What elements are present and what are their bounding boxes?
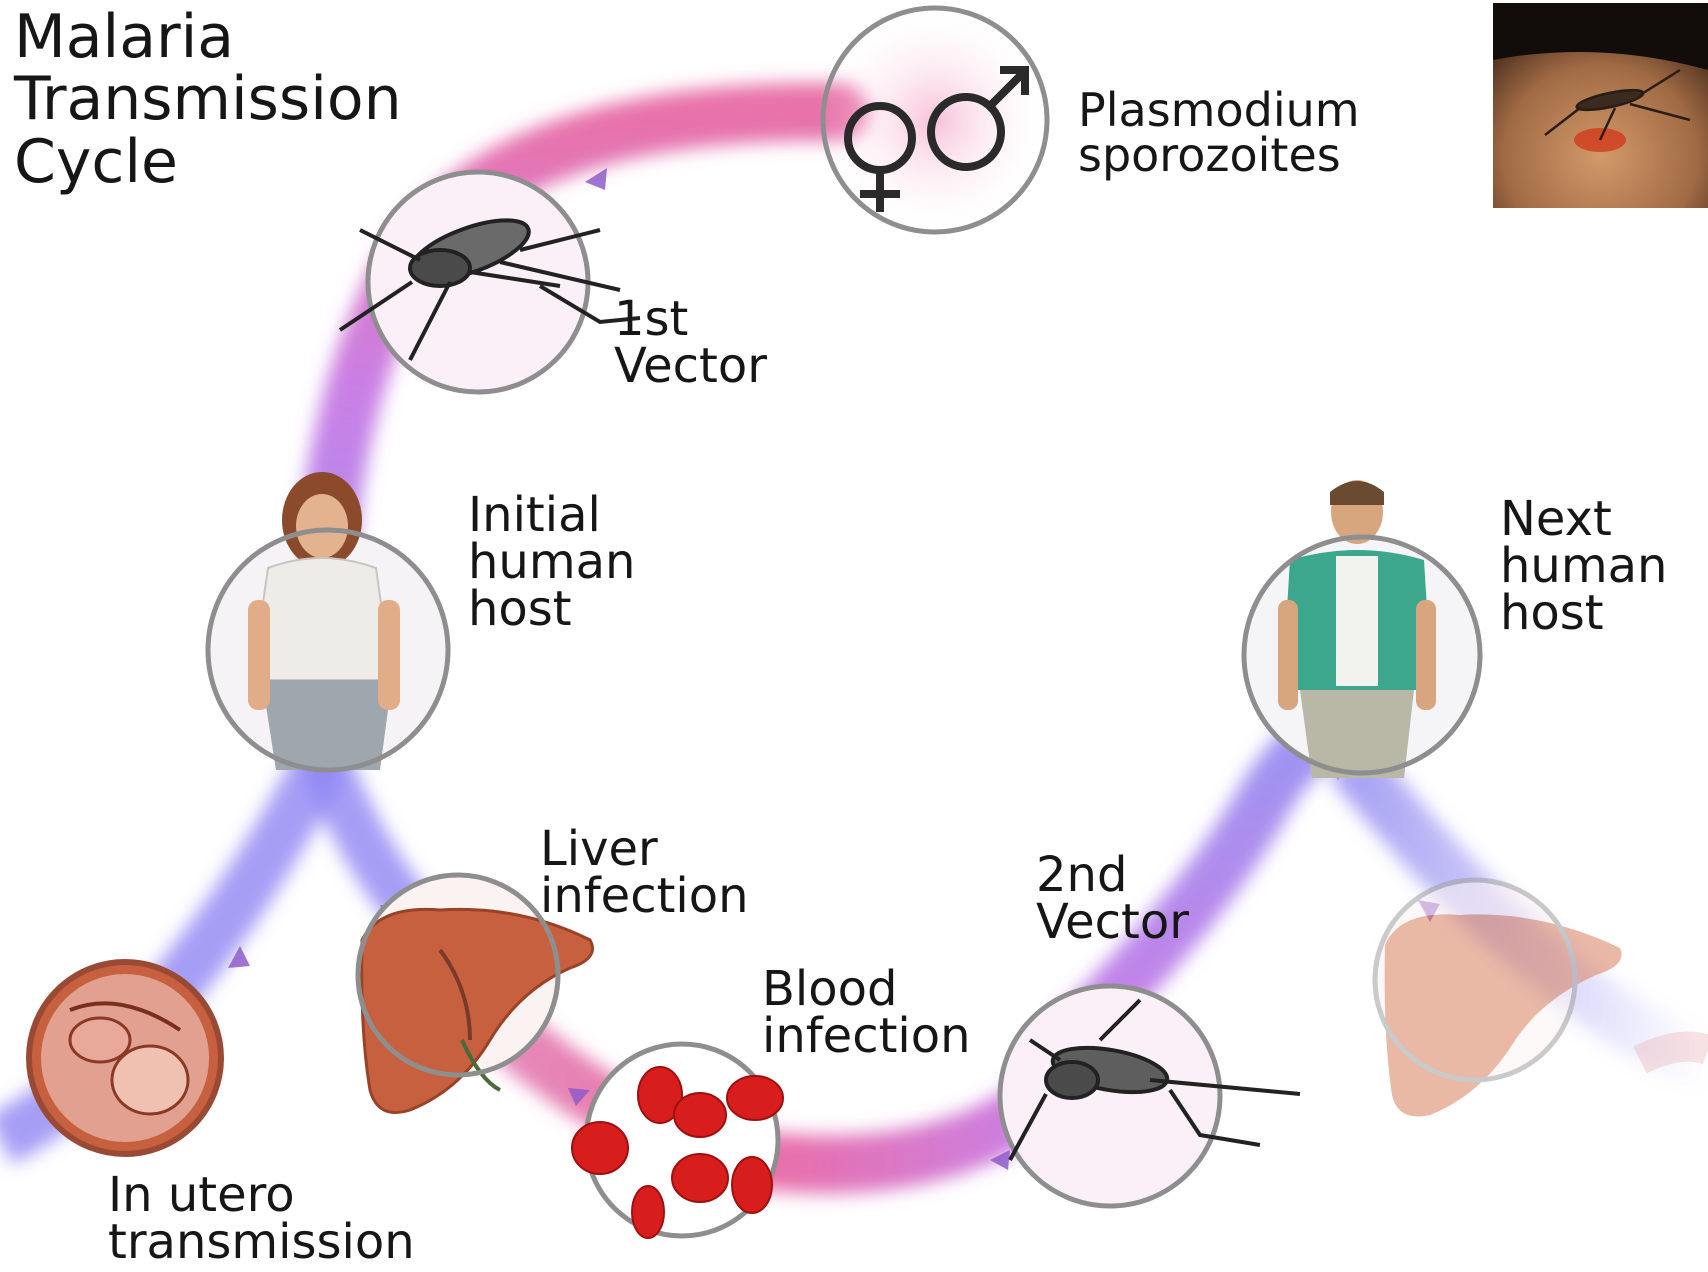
title-line: Transmission — [14, 68, 402, 130]
label-line: transmission — [108, 1219, 415, 1266]
initial-host-node — [208, 472, 448, 770]
utero-node — [29, 962, 221, 1154]
label-line: sporozoites — [1078, 133, 1360, 178]
label-line: Next — [1500, 496, 1667, 543]
label-line: Vector — [614, 343, 767, 390]
label-line: host — [1500, 590, 1667, 637]
label-line: In utero — [108, 1172, 415, 1219]
initial-host-label: Initial human host — [468, 492, 635, 633]
label-line: infection — [762, 1013, 971, 1060]
next-host-label: Next human host — [1500, 496, 1667, 637]
label-line: Initial — [468, 492, 635, 539]
vector2-label: 2nd Vector — [1036, 852, 1189, 946]
liver-node-next — [1375, 880, 1708, 1116]
label-line: Blood — [762, 966, 971, 1013]
label-line: Liver — [540, 826, 749, 873]
label-line: human — [1500, 543, 1667, 590]
diagram-title: Malaria Transmission Cycle — [14, 6, 402, 193]
liver-label: Liver infection — [540, 826, 749, 920]
label-line: human — [468, 539, 635, 586]
label-line: 2nd — [1036, 852, 1189, 899]
mosquito-photo — [1493, 3, 1708, 208]
blood-label: Blood infection — [762, 966, 971, 1060]
label-line: Vector — [1036, 899, 1189, 946]
label-line: infection — [540, 873, 749, 920]
utero-label: In utero transmission — [108, 1172, 415, 1266]
plasmodium-label: Plasmodium sporozoites — [1078, 88, 1360, 178]
vector2-node — [1000, 986, 1300, 1206]
label-line: 1st — [614, 296, 767, 343]
title-line: Cycle — [14, 131, 402, 193]
label-line: host — [468, 586, 635, 633]
woman-icon — [248, 472, 400, 770]
title-line: Malaria — [14, 6, 402, 68]
vector1-label: 1st Vector — [614, 296, 767, 390]
next-host-node — [1244, 480, 1480, 778]
label-line: Plasmodium — [1078, 88, 1360, 133]
arrow-icon — [585, 168, 607, 190]
plasmodium-node — [817, 2, 1053, 238]
